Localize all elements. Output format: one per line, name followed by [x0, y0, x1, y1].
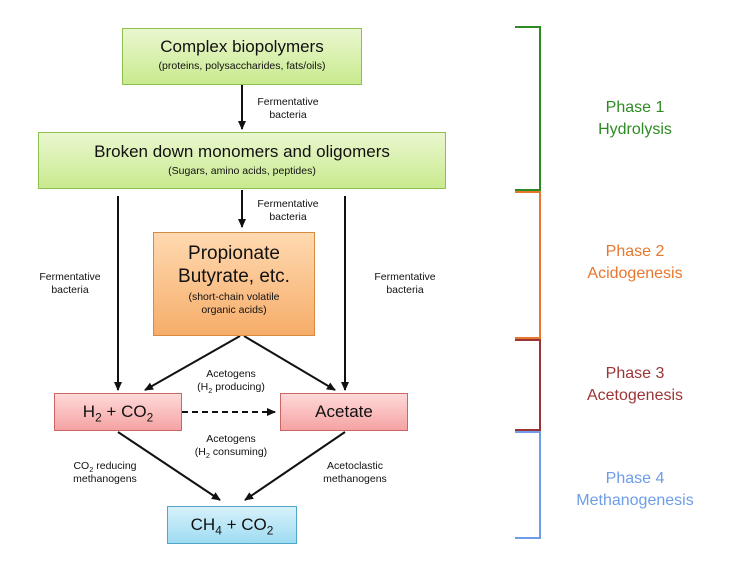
box-subtitle-line2: organic acids)	[201, 304, 267, 316]
arrow-propionate-to-acetate	[243, 335, 336, 391]
box-subtitle-line1: (short-chain volatile	[188, 291, 280, 303]
arrow-propionate-to-h2co2	[144, 335, 241, 391]
h2-label: H2 + CO2	[82, 402, 154, 425]
acetogens-producing-label: Acetogens (H2 producing)	[197, 368, 265, 396]
phase4-bracket	[515, 431, 541, 539]
acetate-box: Acetate	[280, 393, 408, 431]
acetogens-consuming-label: Acetogens (H2 consuming)	[194, 433, 268, 461]
arrow-h2co2-to-ch4	[117, 431, 221, 501]
box-title: Broken down monomers and oligomers	[94, 142, 390, 161]
arrow-acetate-to-ch4	[244, 431, 346, 501]
box-title: Complex biopolymers	[160, 37, 324, 56]
complex-biopolymers-box: Complex biopolymers (proteins, polysacch…	[122, 28, 362, 85]
ch4-co2-box: CH4 + CO2	[167, 506, 297, 544]
phase2-bracket	[515, 191, 541, 339]
box-title-line2: Butyrate, etc.	[178, 266, 290, 287]
phase3-bracket	[515, 339, 541, 431]
propionate-butyrate-box: Propionate Butyrate, etc. (short-chain v…	[153, 232, 315, 336]
ch4-label: CH4 + CO2	[190, 515, 274, 538]
phase1-bracket	[515, 26, 541, 191]
acetate-label: Acetate	[315, 402, 373, 421]
h2-co2-box: H2 + CO2	[54, 393, 182, 431]
monomers-oligomers-box: Broken down monomers and oligomers (Suga…	[38, 132, 446, 189]
box-subtitle: (Sugars, amino acids, peptides)	[168, 165, 316, 177]
co2-reducing-methanogens-label: CO2 reducing methanogens	[73, 460, 137, 485]
box-subtitle: (proteins, polysaccharides, fats/oils)	[158, 60, 326, 72]
box-title-line1: Propionate	[188, 243, 280, 264]
